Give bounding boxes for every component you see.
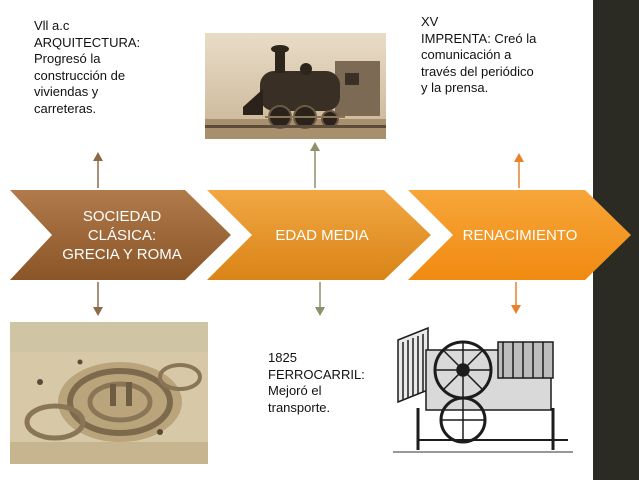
arrow-down-press	[511, 282, 521, 314]
arrow-down-ruins	[93, 282, 103, 316]
arrow-up-locomotive	[310, 142, 320, 188]
arrow-up-imprenta	[514, 153, 524, 188]
locomotive-image	[205, 33, 386, 139]
chevron-sociedad-clasica	[10, 190, 231, 280]
stage-label-renacimiento: RENACIMIENTO	[462, 226, 578, 244]
chevron-renacimiento	[408, 190, 631, 280]
ruins-image	[10, 322, 208, 464]
stage-label-edad-media: EDAD MEDIA	[275, 226, 369, 244]
note-ferrocarril: 1825 FERROCARRIL: Mejoró el transporte.	[268, 350, 365, 415]
arrow-up-arquitectura	[93, 152, 103, 188]
arrow-down-ferrocarril	[315, 282, 325, 316]
chevron-edad-media	[207, 190, 431, 280]
note-imprenta: XV IMPRENTA: Creó la comunicación a trav…	[421, 14, 537, 95]
note-arquitectura: Vll a.c ARQUITECTURA: Progresó la constr…	[34, 18, 141, 116]
printing-press-image	[388, 320, 578, 458]
stage-label-sociedad-clasica: SOCIEDAD CLÁSICA: GRECIA Y ROMA	[62, 207, 182, 263]
